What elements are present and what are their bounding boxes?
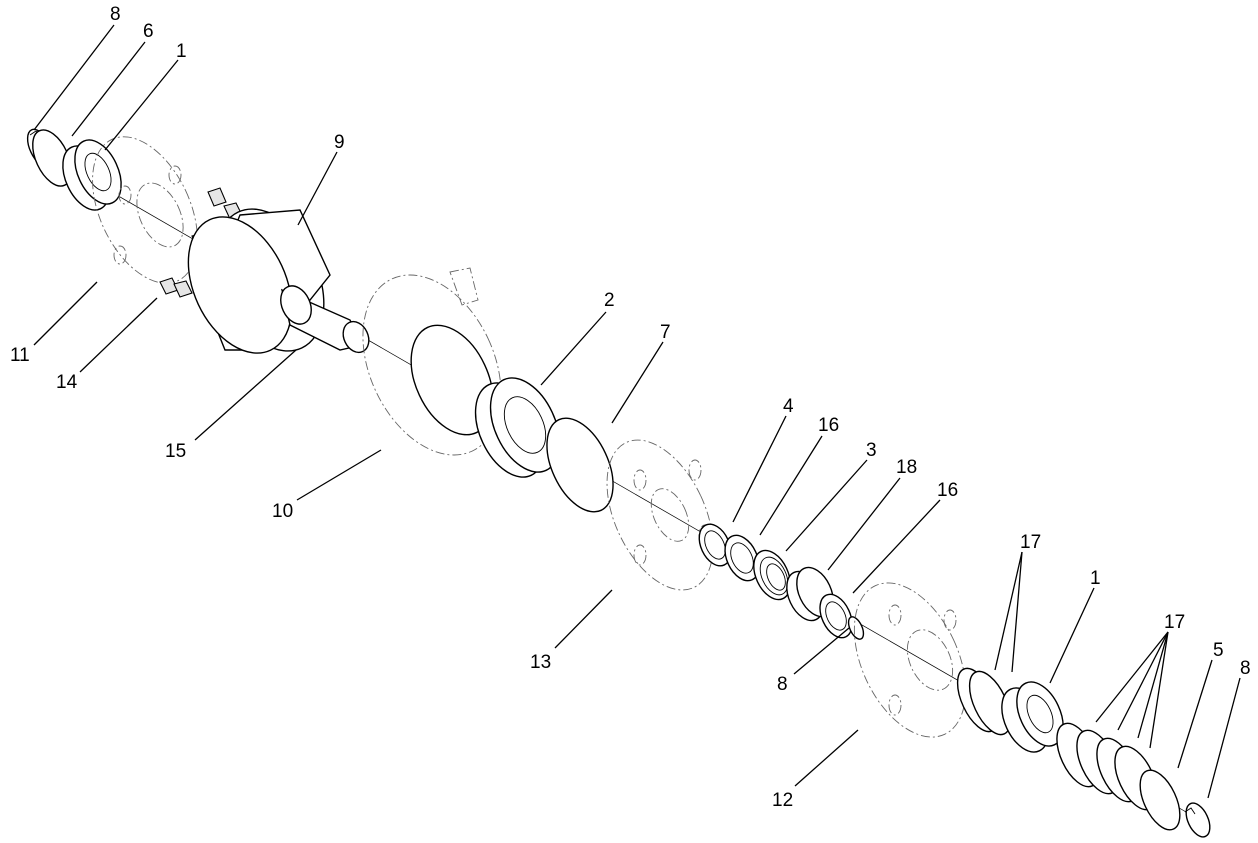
leader-8-right (1207, 677, 1241, 799)
callout-5: 5 (1213, 640, 1224, 661)
leader-7 (611, 341, 664, 424)
callout-14: 14 (56, 372, 78, 393)
callout-8-middle: 8 (777, 674, 788, 695)
callout-2: 2 (604, 290, 615, 311)
part-15-splined-shaft (280, 285, 370, 354)
callout-16-a: 16 (818, 415, 839, 436)
leader-17-b4 (1149, 631, 1169, 749)
part-1-bearing-right (1001, 681, 1064, 753)
callout-12: 12 (772, 790, 793, 811)
callout-9: 9 (334, 132, 345, 153)
part-17-shims-a (956, 667, 1012, 736)
leader-2 (540, 311, 607, 386)
leader-17-a2 (1011, 551, 1023, 673)
leader-18 (827, 477, 901, 571)
callout-8-right: 8 (1240, 658, 1251, 679)
part-17-shims-b (1056, 722, 1158, 811)
part-8-snap-ring-middle (847, 616, 865, 640)
callout-6: 6 (143, 21, 154, 42)
leader-14 (79, 297, 158, 373)
leader-1-right (1049, 587, 1095, 684)
part-10-housing (362, 267, 502, 456)
leader-6 (71, 41, 146, 137)
part-2-bearing (474, 377, 561, 478)
callout-11: 11 (10, 345, 30, 366)
part-3-spring (753, 549, 791, 601)
part-9-drum (187, 208, 331, 354)
leader-5 (1177, 659, 1213, 769)
leader-17-b2 (1117, 631, 1169, 731)
callout-8-left: 8 (110, 4, 121, 25)
leader-4 (732, 415, 787, 523)
callout-18: 18 (896, 457, 917, 478)
callout-3: 3 (866, 440, 877, 461)
part-16-washer-a (724, 534, 760, 582)
callout-7: 7 (660, 322, 671, 343)
part-8-snap-ring-right (1184, 802, 1211, 838)
leader-17-b3 (1137, 631, 1169, 739)
callout-13: 13 (530, 652, 551, 673)
callout-15: 15 (165, 441, 186, 462)
leader-1-left (104, 59, 179, 151)
part-11-housing-plate (92, 136, 198, 284)
leader-15 (194, 349, 297, 441)
leader-lines (33, 24, 1241, 799)
callout-16-b: 16 (937, 480, 958, 501)
leader-13 (554, 589, 613, 649)
callout-4: 4 (783, 396, 794, 417)
callout-10: 10 (272, 501, 293, 522)
part-5-retaining-ring (1139, 769, 1181, 831)
part-12-plate (853, 582, 967, 738)
leader-3 (785, 459, 868, 552)
callout-17-b: 17 (1164, 612, 1185, 633)
callout-1-right: 1 (1090, 568, 1101, 589)
part-7-snap-ring (546, 417, 614, 513)
callout-1-left: 1 (176, 41, 187, 62)
leader-8-middle (793, 627, 850, 675)
leader-8-left (33, 24, 115, 131)
part-4-washer (698, 523, 732, 567)
part-16-washer-b (819, 593, 853, 639)
leader-17-b1 (1095, 631, 1169, 723)
leader-12 (794, 729, 859, 787)
leader-11 (33, 281, 98, 346)
callout-17-a: 17 (1020, 532, 1041, 553)
part-13-plate (606, 439, 714, 591)
callout-labels: 8 6 1 9 11 14 15 10 2 7 4 16 3 18 16 13 … (10, 4, 1251, 811)
leader-16-b (852, 499, 941, 594)
leader-10 (296, 449, 382, 501)
part-1-bearing-left (62, 139, 122, 211)
leader-9 (297, 151, 338, 226)
part-18-spacer (786, 566, 834, 622)
leader-17-a1 (994, 551, 1023, 671)
leader-16-a (759, 435, 823, 536)
